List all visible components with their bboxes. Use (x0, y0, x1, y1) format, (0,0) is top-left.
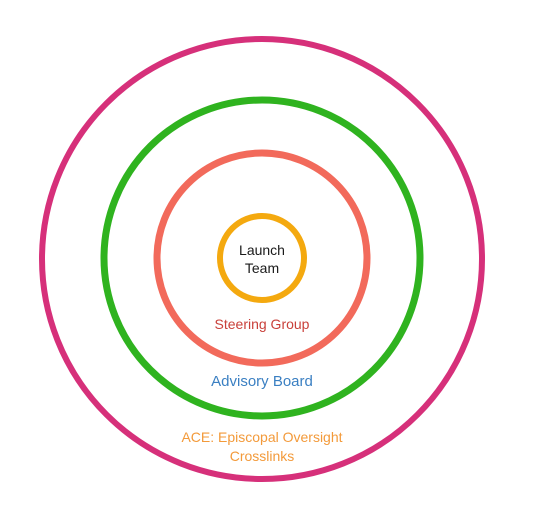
launch-team-label-line2: Team (245, 260, 279, 276)
launch-team-label-line1: Launch (239, 242, 285, 258)
ring-advisory-board (100, 96, 424, 420)
advisory-board-label: Advisory Board (211, 373, 313, 390)
ace-label-line1: ACE: Episcopal Oversight (181, 429, 342, 445)
ring-steering-group (153, 149, 371, 367)
ring-outer (39, 36, 485, 482)
steering-group-label: Steering Group (215, 316, 310, 332)
ring-launch-team (217, 213, 307, 303)
ace-label-line2: Crosslinks (230, 448, 295, 464)
